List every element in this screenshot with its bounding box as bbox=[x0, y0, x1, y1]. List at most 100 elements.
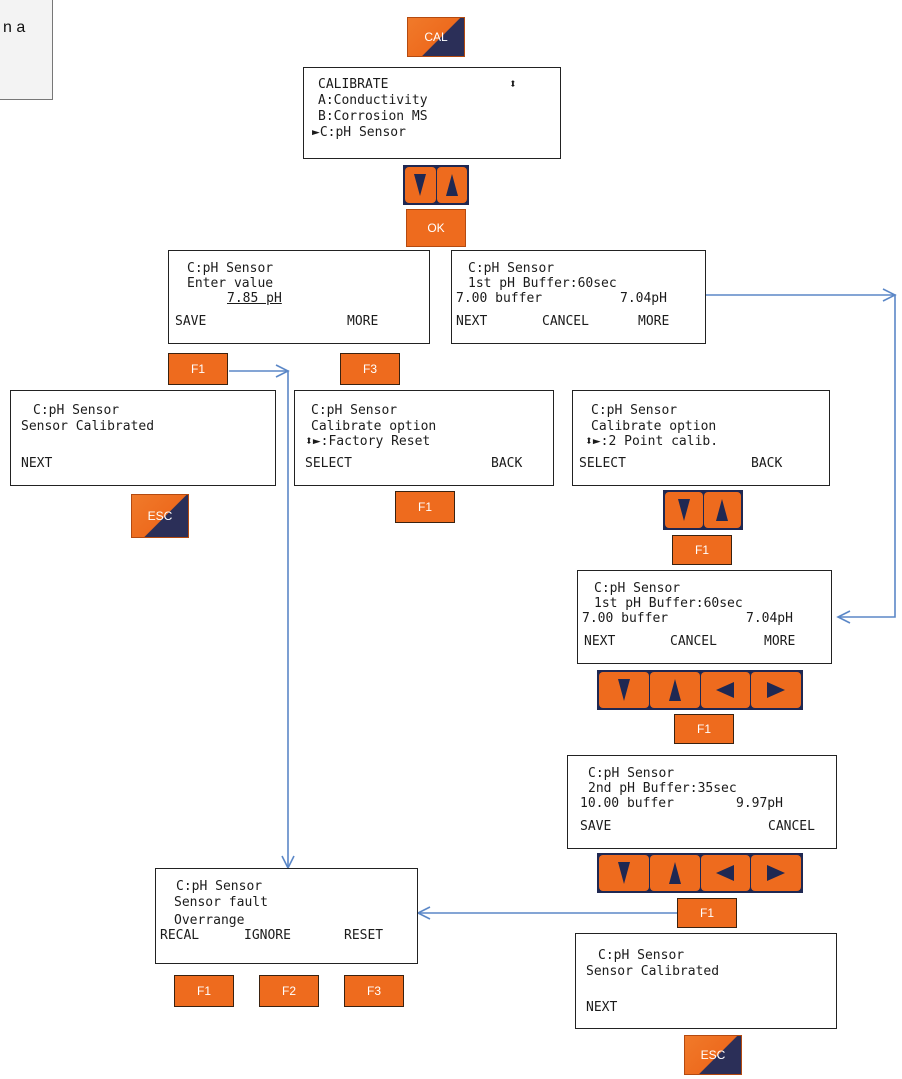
buffer-header: C:pH Sensor bbox=[594, 581, 681, 596]
calibrated-header: C:pH Sensor bbox=[33, 403, 120, 418]
up-arrow-icon bbox=[668, 679, 681, 701]
right-arrow-key[interactable] bbox=[751, 672, 801, 708]
esc-key-label: ESC bbox=[147, 509, 173, 523]
f1-key-label: F1 bbox=[417, 500, 432, 514]
option-two-point[interactable]: ⬍►:2 Point calib. bbox=[585, 434, 719, 449]
option-prompt: Calibrate option bbox=[591, 419, 717, 434]
esc-key-label: ESC bbox=[700, 1048, 726, 1062]
esc-key[interactable]: ESC bbox=[131, 494, 189, 538]
back-softkey-label: BACK bbox=[751, 456, 783, 471]
f1-key-label: F1 bbox=[196, 984, 211, 998]
cancel-softkey-label: CANCEL bbox=[670, 634, 717, 649]
screen-sensor-fault: C:pH Sensor Sensor fault Overrange RECAL… bbox=[155, 868, 418, 964]
up-arrow-key[interactable] bbox=[649, 672, 700, 708]
down-arrow-icon bbox=[677, 499, 690, 521]
down-arrow-icon bbox=[617, 862, 630, 884]
f2-key-label: F2 bbox=[281, 984, 296, 998]
save-softkey-label: SAVE bbox=[580, 819, 612, 834]
f1-key-label: F1 bbox=[190, 362, 205, 376]
next-softkey-label: NEXT bbox=[584, 634, 616, 649]
screen-buffer-first-mid: C:pH Sensor 1st pH Buffer:60sec 7.00 buf… bbox=[577, 570, 832, 664]
left-arrow-key[interactable] bbox=[700, 855, 751, 891]
menu-item-corrosion[interactable]: B:Corrosion MS bbox=[318, 109, 428, 124]
cal-key[interactable]: CAL bbox=[407, 17, 465, 57]
right-arrow-icon bbox=[767, 682, 786, 698]
f3-key-label: F3 bbox=[366, 984, 381, 998]
screen-two-point: C:pH Sensor Calibrate option ⬍►:2 Point … bbox=[572, 390, 830, 486]
right-arrow-key[interactable] bbox=[751, 855, 801, 891]
f1-key[interactable]: F1 bbox=[677, 898, 737, 928]
f1-key[interactable]: F1 bbox=[674, 714, 734, 744]
f3-key[interactable]: F3 bbox=[344, 975, 404, 1007]
cancel-softkey-label: CANCEL bbox=[768, 819, 815, 834]
left-arrow-icon bbox=[716, 682, 735, 698]
f2-key[interactable]: F2 bbox=[259, 975, 319, 1007]
calibrated-message: Sensor Calibrated bbox=[21, 419, 155, 434]
buffer-value[interactable]: 10.00 buffer bbox=[580, 796, 674, 811]
fault-header: C:pH Sensor bbox=[176, 879, 263, 894]
fault-detail: Overrange bbox=[174, 913, 245, 928]
connector-buffer-loop bbox=[700, 294, 896, 618]
screen-buffer-second: C:pH Sensor 2nd pH Buffer:35sec 10.00 bu… bbox=[567, 755, 837, 849]
ph-value-field[interactable]: 7.85 pH bbox=[227, 291, 282, 306]
more-softkey-label: MORE bbox=[347, 314, 379, 329]
left-arrow-icon bbox=[716, 865, 735, 881]
back-softkey-label: BACK bbox=[491, 456, 523, 471]
screen-calibrate-menu: CALIBRATE ⬍ A:Conductivity B:Corrosion M… bbox=[303, 67, 561, 159]
up-arrow-icon bbox=[445, 174, 458, 196]
note-text: n a bbox=[3, 19, 26, 36]
buffer-value[interactable]: 7.00 buffer bbox=[582, 611, 669, 626]
arrowhead-loop-left bbox=[836, 610, 851, 624]
down-arrow-icon bbox=[617, 679, 630, 701]
recal-softkey-label: RECAL bbox=[160, 928, 200, 943]
up-arrow-key[interactable] bbox=[649, 855, 700, 891]
down-arrow-icon bbox=[414, 174, 427, 196]
cal-key-label: CAL bbox=[424, 30, 448, 44]
ignore-softkey-label: IGNORE bbox=[244, 928, 291, 943]
f1-key[interactable]: F1 bbox=[174, 975, 234, 1007]
down-arrow-key[interactable] bbox=[665, 492, 703, 528]
down-arrow-key[interactable] bbox=[405, 167, 436, 203]
option-factory-reset[interactable]: ⬍►:Factory Reset bbox=[305, 434, 431, 449]
right-arrow-icon bbox=[767, 865, 786, 881]
up-arrow-icon bbox=[716, 499, 729, 521]
next-softkey-label: NEXT bbox=[586, 1000, 618, 1015]
ok-key[interactable]: OK bbox=[406, 209, 466, 247]
up-down-keys bbox=[403, 165, 469, 205]
reset-softkey-label: RESET bbox=[344, 928, 384, 943]
calibrated-message: Sensor Calibrated bbox=[586, 964, 720, 979]
up-arrow-icon bbox=[668, 862, 681, 884]
ok-key-label: OK bbox=[427, 221, 445, 235]
more-softkey-label: MORE bbox=[638, 314, 670, 329]
down-arrow-key[interactable] bbox=[599, 855, 649, 891]
f3-key[interactable]: F3 bbox=[340, 353, 400, 385]
up-arrow-key[interactable] bbox=[436, 167, 467, 203]
scroll-icon: ⬍ bbox=[509, 77, 517, 92]
f1-key-label: F1 bbox=[696, 722, 711, 736]
screen-factory-reset: C:pH Sensor Calibrate option ⬍►:Factory … bbox=[294, 390, 554, 486]
save-softkey-label: SAVE bbox=[175, 314, 207, 329]
option-header: C:pH Sensor bbox=[591, 403, 678, 418]
calibrated-header: C:pH Sensor bbox=[598, 948, 685, 963]
arrowhead-fault-left bbox=[416, 906, 431, 920]
note-box: n a bbox=[0, 0, 53, 100]
buffer-header: C:pH Sensor bbox=[588, 766, 675, 781]
enter-value-header: C:pH Sensor bbox=[187, 261, 274, 276]
buffer-value[interactable]: 7.00 buffer bbox=[456, 291, 543, 306]
cancel-softkey-label: CANCEL bbox=[542, 314, 589, 329]
screen-buffer-first-top: C:pH Sensor 1st pH Buffer:60sec 7.00 buf… bbox=[451, 250, 706, 344]
up-arrow-key[interactable] bbox=[703, 492, 741, 528]
f1-key[interactable]: F1 bbox=[168, 353, 228, 385]
buffer-timer: 2nd pH Buffer:35sec bbox=[588, 781, 737, 796]
navigation-keys bbox=[597, 853, 803, 893]
f1-key-label: F1 bbox=[694, 543, 709, 557]
left-arrow-key[interactable] bbox=[700, 672, 751, 708]
buffer-timer: 1st pH Buffer:60sec bbox=[594, 596, 743, 611]
esc-key[interactable]: ESC bbox=[684, 1035, 742, 1075]
menu-item-conductivity[interactable]: A:Conductivity bbox=[318, 93, 428, 108]
down-arrow-key[interactable] bbox=[599, 672, 649, 708]
f1-key[interactable]: F1 bbox=[672, 535, 732, 565]
f1-key[interactable]: F1 bbox=[395, 491, 455, 523]
menu-item-ph-sensor[interactable]: ►C:pH Sensor bbox=[312, 125, 406, 140]
